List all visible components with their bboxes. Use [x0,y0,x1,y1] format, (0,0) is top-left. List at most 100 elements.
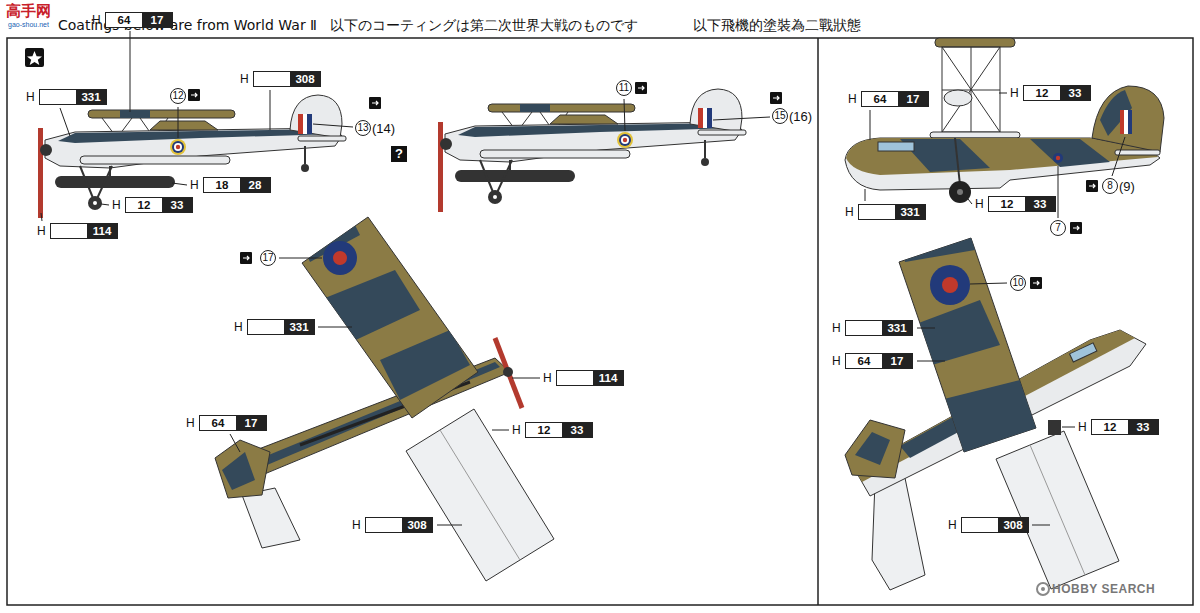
swordfish-top-part [300,215,470,400]
paint-code-box: 1828 [203,177,271,193]
paint-callout: H 331 [845,204,926,220]
swordfish-top-part [222,452,255,490]
paint-code-dark: 308 [998,518,1028,532]
paint-prefix: H [26,89,37,105]
paint-code-dark: 33 [562,423,592,437]
walrus-top-part [1048,420,1061,435]
paint-code-dark: 114 [593,371,623,385]
decal-number: 12 [170,88,186,104]
leader-lines-part [917,328,935,329]
walrus-top-part [855,432,890,465]
decal-icon-marks [191,86,1095,285]
watermark-logo: HOBBY SEARCH [1052,582,1155,596]
paint-callout: H6417 [92,12,173,28]
paint-code-box: 6417 [861,91,929,107]
paint-code: 12 [1036,87,1049,99]
paint-callout: H6417 [186,415,267,431]
decal-icon-marks-part [1033,281,1039,285]
paint-code-dark: 308 [290,72,320,86]
paint-code-dark: 33 [162,198,192,212]
leader-lines-part [101,204,109,205]
paint-prefix: H [832,320,843,336]
paint-prefix: H [845,204,856,220]
paint-prefix: H [848,91,859,107]
walrus-side-part [1092,86,1164,152]
walrus-top-part [1070,343,1097,362]
paint-callout: H1233 [1010,85,1091,101]
leader-lines-part [230,434,240,452]
paint-code-dark: 331 [895,205,925,219]
leader-lines-part [270,90,271,130]
paint-prefix: H [948,517,959,533]
paint-code: 12 [1001,198,1014,210]
walrus-top-part [900,230,1040,455]
hobby-search-logo-part [1037,583,1049,595]
leader-lines-part [130,31,131,112]
fuselage-roundels-part [170,139,186,155]
decal-number: 10 [1010,275,1026,291]
leader-lines-part [279,258,322,259]
leader-lines-part [437,525,462,526]
paint-callout: H1233 [112,197,193,213]
paint-code-box: 331 [858,204,926,220]
walrus-side-part [1128,110,1132,134]
paint-prefix: H [1010,85,1021,101]
decal-number-alt: (16) [789,109,812,124]
star-icon [25,48,44,67]
decal-number-alt: (9) [1119,179,1135,194]
walrus-side-part [942,90,1000,91]
decal-icon-marks-part [773,96,779,100]
fuselage-roundels-part [621,136,629,144]
paint-code-white [40,90,76,104]
decal-number: 13 [355,120,371,136]
leader-lines-part [999,93,1007,94]
paint-code-white: 12 [126,198,162,212]
fuselage-roundels-part [619,134,631,146]
decal-number-alt: (14) [372,121,395,136]
leader-lines-part [1112,137,1125,176]
leader-lines-part [1032,525,1050,526]
paint-prefix: H [352,517,363,533]
star-icon-part [25,48,44,67]
paint-prefix: H [512,422,523,438]
walrus-top-part-part [940,380,1040,455]
frame-part [7,38,1193,605]
leader-lines-part [1062,427,1075,428]
leader-lines-part [172,183,187,185]
paint-code-white: 64 [106,13,142,27]
paint-code: 12 [538,424,551,436]
decal-icons-part [635,82,647,94]
decal-icons-part [369,97,381,109]
swordfish-top-part [333,251,347,265]
hobby-search-logo-part [1041,587,1045,591]
leader-lines-part [865,189,866,201]
walrus-side-part [957,189,963,195]
paint-code-dark: 331 [76,90,106,104]
paint-code-box: 1233 [1023,85,1091,101]
decal-number: 8 [1102,178,1118,194]
decal-icons-part [188,89,200,101]
paint-callout: H308 [240,71,321,87]
walrus-top-part-part [900,230,975,262]
paint-prefix: H [543,370,554,386]
paint-code-box: 308 [961,517,1029,533]
paint-prefix: H [832,353,843,369]
paint-code-white: 64 [200,416,236,430]
leader-lines-part [313,124,353,127]
walrus-top-part [942,277,958,293]
paint-code-box: 331 [845,320,913,336]
paint-callout: H 331 [26,89,107,105]
unknown-marker: ? [391,146,407,162]
paint-code-box: 331 [247,319,315,335]
paint-code-white [51,224,87,238]
walrus-top-part-part [900,300,1000,370]
paint-code-white [366,518,402,532]
header-note: 以下のコーティングは第二次世界大戦のものです [330,16,638,34]
walrus-top [845,230,1146,590]
leader-lines-part [60,108,70,136]
frame [7,38,1193,605]
leader-lines-part [870,110,871,140]
walrus-side-part [935,38,1015,47]
